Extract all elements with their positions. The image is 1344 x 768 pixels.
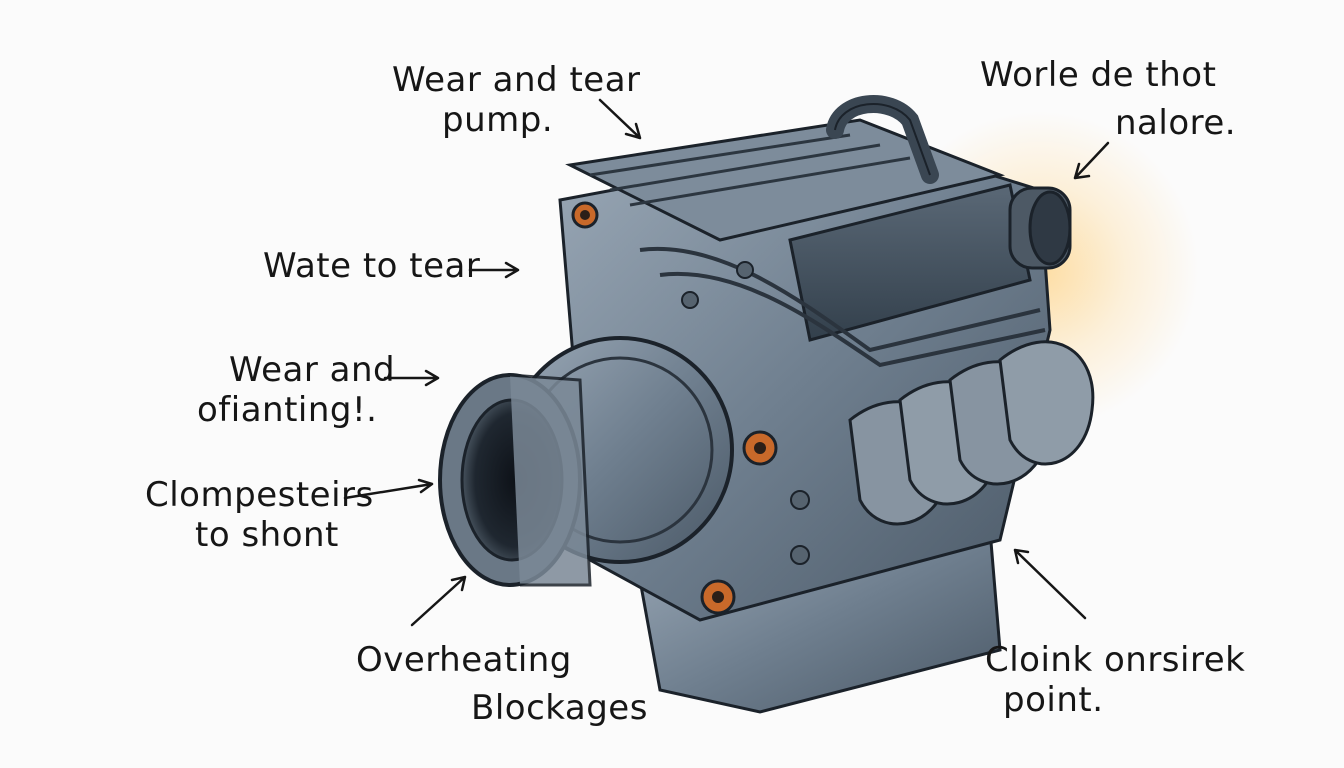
label-line: ofianting!. <box>197 390 378 430</box>
label-left-2: Wear and ofianting!. <box>197 350 395 430</box>
label-line: nalore. <box>1115 103 1237 143</box>
label-left-1: Wate to tear <box>263 246 480 286</box>
label-top-right: Worle de thot nalore. <box>980 55 1236 143</box>
arrow-left-3 <box>343 478 434 500</box>
exhaust-manifold <box>848 340 1095 526</box>
arrow-bottom-left <box>410 575 467 627</box>
label-left-3: Clompesteirs to shont <box>145 475 374 555</box>
label-line: Worle de thot <box>980 55 1217 95</box>
label-line: Wate to tear <box>263 246 481 286</box>
label-bottom-left: Overheating Blockages <box>356 640 648 728</box>
label-bottom-right: Cloink onrsirek point. <box>985 640 1245 720</box>
label-line: to shont <box>195 515 339 555</box>
label-line: Cloink onrsirek <box>985 640 1246 680</box>
label-line: pump. <box>442 100 554 140</box>
arrow-left-2 <box>383 369 440 387</box>
label-line: Blockages <box>471 688 648 728</box>
label-line: Wear and <box>229 350 396 390</box>
label-line: point. <box>1003 680 1104 720</box>
arrow-top-right <box>1073 141 1110 180</box>
callout-arrows <box>343 98 1110 627</box>
arrow-top-pump <box>598 98 642 140</box>
label-line: Overheating <box>356 640 572 680</box>
label-top-pump: Wear and tear pump. <box>392 60 641 140</box>
arrow-bottom-right <box>1013 548 1087 620</box>
intake-cover <box>788 183 1032 342</box>
label-line: Clompesteirs <box>145 475 374 515</box>
arrow-left-1 <box>468 261 520 279</box>
label-line: Wear and tear <box>392 60 641 100</box>
